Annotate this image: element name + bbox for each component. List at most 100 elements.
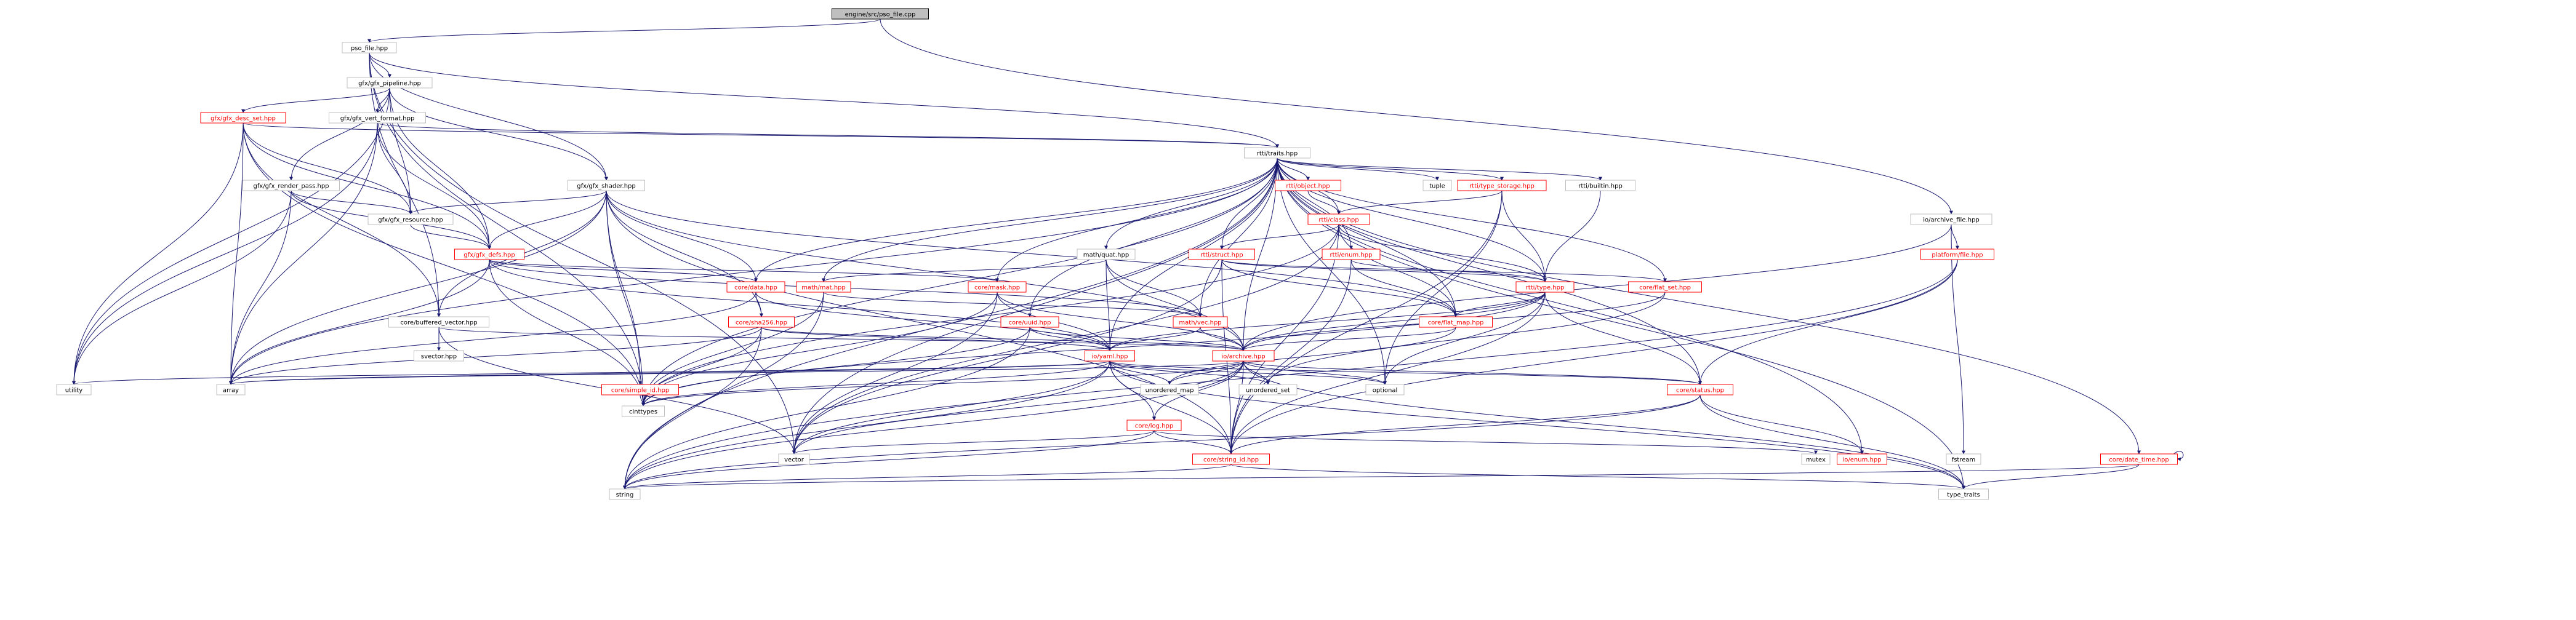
node-utility[interactable]: utility	[56, 384, 92, 395]
node-box	[2100, 453, 2178, 465]
node-box	[1920, 248, 1994, 260]
node-optional[interactable]: optional	[1365, 384, 1405, 395]
node-core-uuid[interactable]: core/uuid.hpp	[1000, 316, 1059, 328]
edge-core-sha256-to-string	[623, 327, 762, 490]
node-rtti-traits[interactable]: rtti/traits.hpp	[1244, 147, 1310, 159]
edge-gfx-defs-to-cinttypes	[489, 259, 645, 407]
edge-gfx-shader-to-core-sha256	[606, 190, 763, 317]
edge-io-archive-to-unordered-map	[1168, 360, 1244, 385]
edge-rtti-enum-to-core-string-id	[1229, 259, 1352, 455]
edge-core-log-to-mutex	[1154, 430, 1818, 455]
node-label: pso_file.hpp	[351, 46, 388, 52]
node-rtti-class[interactable]: rtti/class.hpp	[1307, 213, 1370, 225]
node-gfx-render-pass[interactable]: gfx/gfx_render_pass.hpp	[243, 180, 340, 191]
node-label: vector	[784, 457, 804, 464]
node-root[interactable]: engine/src/pso_file.cpp	[832, 8, 929, 20]
edge-io-archive-file-to-platform-file	[1951, 224, 1959, 250]
node-io-yaml[interactable]: io/yaml.hpp	[1085, 350, 1135, 362]
node-label: core/status.hpp	[1676, 388, 1724, 394]
node-label: unordered_set	[1246, 388, 1290, 394]
node-gfx-vert-format[interactable]: gfx/gfx_vert_format.hpp	[329, 112, 426, 124]
node-core-flat-map[interactable]: core/flat_map.hpp	[1419, 316, 1493, 328]
node-io-enum[interactable]: io/enum.hpp	[1837, 453, 1887, 465]
node-label: rtti/enum.hpp	[1330, 252, 1373, 259]
node-label: core/mask.hpp	[974, 285, 1020, 292]
edge-core-string-id-to-type-traits	[1230, 464, 1965, 490]
node-svector[interactable]: svector.hpp	[414, 350, 464, 362]
edge-gfx-desc-set-to-array	[229, 122, 244, 385]
node-label: io/enum.hpp	[1842, 457, 1881, 464]
node-math-quat[interactable]: math/quat.hpp	[1077, 248, 1136, 260]
edge-rtti-type-to-core-string-id	[1229, 292, 1546, 455]
edge-gfx-pipeline-to-gfx-render-pass	[289, 87, 390, 181]
node-core-string-id[interactable]: core/string_id.hpp	[1192, 453, 1270, 465]
edge-core-buffered-vector-to-io-archive	[438, 327, 1245, 351]
node-gfx-resource[interactable]: gfx/gfx_resource.hpp	[367, 213, 454, 225]
edge-core-mask-to-vector	[792, 292, 998, 455]
edge-rtti-traits-to-rtti-object	[1277, 157, 1310, 181]
node-math-mat[interactable]: math/mat.hpp	[796, 281, 851, 293]
node-box	[1419, 316, 1493, 328]
node-gfx-defs[interactable]: gfx/gfx_defs.hpp	[454, 248, 524, 260]
node-label: math/mat.hpp	[801, 285, 846, 292]
node-tuple[interactable]: tuple	[1422, 180, 1452, 191]
node-rtti-enum[interactable]: rtti/enum.hpp	[1322, 248, 1381, 260]
edge-rtti-type-to-io-archive	[1242, 292, 1546, 351]
edge-rtti-class-to-core-flat-map	[1338, 224, 1458, 317]
node-box	[1192, 453, 1270, 465]
node-mutex[interactable]: mutex	[1801, 453, 1831, 465]
edge-io-archive-to-type-traits	[1243, 360, 1965, 490]
node-box	[454, 248, 524, 260]
node-math-vec[interactable]: math/vec.hpp	[1173, 316, 1228, 328]
node-core-log[interactable]: core/log.hpp	[1126, 419, 1182, 431]
node-label: core/log.hpp	[1135, 423, 1174, 430]
node-label: rtti/traits.hpp	[1257, 151, 1298, 157]
node-array[interactable]: array	[216, 384, 246, 395]
node-box	[1244, 147, 1310, 159]
node-core-buffered-vector[interactable]: core/buffered_vector.hpp	[388, 316, 489, 328]
node-cinttypes[interactable]: cinttypes	[622, 405, 665, 417]
edge-io-yaml-to-core-status	[1109, 360, 1702, 385]
node-io-archive-file[interactable]: io/archive_file.hpp	[1910, 213, 1992, 225]
edge-io-archive-file-to-fstream	[1951, 224, 1965, 455]
node-string[interactable]: string	[609, 488, 641, 500]
edge-core-uuid-to-io-archive	[1029, 327, 1245, 351]
node-rtti-type-storage[interactable]: rtti/type_storage.hpp	[1457, 180, 1547, 191]
node-box	[1422, 180, 1452, 191]
node-unordered-map[interactable]: unordered_map	[1140, 384, 1199, 395]
edge-core-flat-map-to-unordered-map	[1168, 327, 1456, 385]
edge-rtti-traits-to-vector	[792, 157, 1278, 455]
node-rtti-object[interactable]: rtti/object.hpp	[1275, 180, 1341, 191]
edge-rtti-traits-to-core-data	[754, 157, 1278, 282]
node-io-archive[interactable]: io/archive.hpp	[1212, 350, 1275, 362]
node-core-sha256[interactable]: core/sha256.hpp	[728, 316, 795, 328]
node-gfx-desc-set[interactable]: gfx/gfx_desc_set.hpp	[200, 112, 286, 124]
edge-gfx-render-pass-to-array	[229, 190, 292, 385]
node-gfx-pipeline[interactable]: gfx/gfx_pipeline.hpp	[347, 77, 433, 89]
node-pso-file[interactable]: pso_file.hpp	[342, 42, 397, 54]
edge-gfx-shader-to-core-data	[606, 190, 758, 282]
node-vector[interactable]: vector	[778, 453, 810, 465]
node-core-flat-set[interactable]: core/flat_set.hpp	[1628, 281, 1702, 293]
node-unordered-set[interactable]: unordered_set	[1238, 384, 1298, 395]
node-core-simple-id[interactable]: core/simple_id.hpp	[601, 384, 679, 395]
edge-math-mat-to-string	[623, 292, 824, 490]
node-type-traits[interactable]: type_traits	[1938, 488, 1989, 500]
edge-rtti-traits-to-tuple	[1277, 157, 1439, 181]
edge-rtti-class-to-vector	[792, 224, 1339, 455]
edge-core-sha256-to-io-yaml	[761, 327, 1112, 351]
node-core-status[interactable]: core/status.hpp	[1667, 384, 1733, 395]
node-rtti-struct[interactable]: rtti/struct.hpp	[1189, 248, 1255, 260]
node-rtti-type[interactable]: rtti/type.hpp	[1515, 281, 1575, 293]
node-core-data[interactable]: core/data.hpp	[726, 281, 785, 293]
node-core-date-time[interactable]: core/date_time.hpp	[2100, 453, 2178, 465]
edge-rtti-type-storage-to-rtti-type	[1501, 190, 1547, 282]
node-core-mask[interactable]: core/mask.hpp	[968, 281, 1027, 293]
edge-io-yaml-to-string	[623, 360, 1110, 490]
node-platform-file[interactable]: platform/file.hpp	[1920, 248, 1994, 260]
node-fstream[interactable]: fstream	[1946, 453, 1981, 465]
edge-core-log-to-string	[623, 430, 1155, 490]
node-rtti-builtin[interactable]: rtti/builtin.hpp	[1565, 180, 1635, 191]
node-gfx-shader[interactable]: gfx/gfx_shader.hpp	[568, 180, 645, 191]
node-label: io/yaml.hpp	[1091, 354, 1128, 360]
